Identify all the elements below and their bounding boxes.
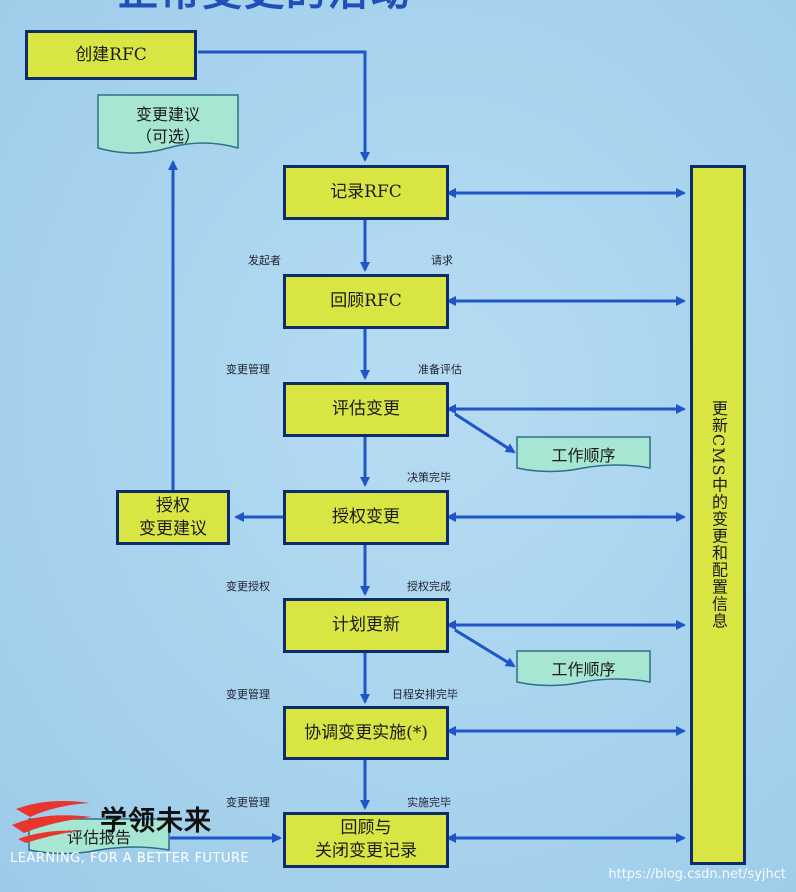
update-cms-bar: 更新CMS中的变更和配置信息 [690,165,746,865]
create-rfc-label: 创建RFC [75,44,147,65]
arrow-assess-to-workorder [454,412,516,454]
change-proposal-label: 变更建议 （可选） [135,105,200,146]
label-change-mgmt-2: 变更管理 [226,688,270,701]
review-rfc-label: 回顾RFC [330,291,402,312]
page-title: 正常变更的活动 [118,0,518,14]
review-close-label: 回顾与 关闭变更记录 [315,818,417,861]
label-decision-done: 决策完毕 [407,471,451,484]
brand-logo: 学领未来 LEARNING, FOR A BETTER FUTURE [8,795,278,880]
record-rfc-box: 记录RFC [283,165,449,220]
label-schedule-done: 日程安排完毕 [392,688,458,701]
label-auth-done: 授权完成 [407,580,451,593]
label-change-mgmt-1: 变更管理 [226,363,270,376]
authorize-proposal-box: 授权 变更建议 [116,490,230,545]
brand-tagline: LEARNING, FOR A BETTER FUTURE [10,851,250,866]
eval-report-label: 评估报告 [66,828,131,848]
authorize-change-label: 授权变更 [332,507,400,528]
work-order-label-1: 工作顺序 [551,446,616,466]
arrow-create-to-record [198,50,370,162]
authorize-proposal-label: 授权 变更建议 [139,495,207,539]
watermark-url: https://blog.csdn.net/syjhct [608,867,786,882]
authorize-change-box: 授权变更 [283,490,449,545]
label-initiator: 发起者 [248,254,281,267]
label-change-mgmt-3: 变更管理 [226,796,270,809]
change-proposal-doc: 变更建议 （可选） [97,94,239,158]
record-rfc-label: 记录RFC [330,182,402,203]
review-close-box: 回顾与 关闭变更记录 [283,812,449,868]
work-order-label-2: 工作顺序 [551,660,616,680]
plan-update-box: 计划更新 [283,598,449,653]
create-rfc-box: 创建RFC [25,30,197,80]
review-rfc-box: 回顾RFC [283,274,449,329]
coordinate-label: 协调变更实施(*) [304,722,428,743]
label-ready-assess: 准备评估 [418,363,462,376]
brand-swoosh-icon [12,801,92,843]
work-order-doc-1: 工作顺序 [516,436,651,476]
label-change-auth: 变更授权 [226,580,270,593]
arrow-plan-to-workorder [454,628,516,668]
coordinate-box: 协调变更实施(*) [283,706,449,760]
label-request: 请求 [431,254,453,267]
plan-update-label: 计划更新 [332,615,400,636]
eval-report-doc: 评估报告 [28,818,170,858]
brand-name: 学领未来 [100,806,212,837]
label-impl-done: 实施完毕 [407,796,451,809]
work-order-doc-2: 工作顺序 [516,650,651,690]
assess-change-label: 评估变更 [332,399,400,420]
update-cms-label: 更新CMS中的变更和配置信息 [709,400,728,630]
assess-change-box: 评估变更 [283,382,449,437]
